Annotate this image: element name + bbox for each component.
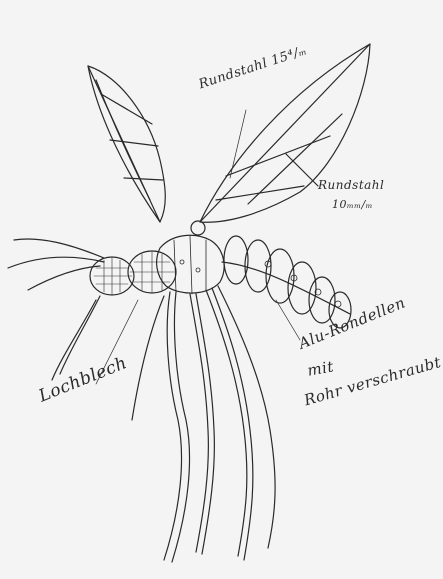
label-round-steel-small-dimension: 10ₘₘ/ₘ xyxy=(332,198,373,211)
thorax xyxy=(157,221,224,294)
antennae xyxy=(8,239,104,290)
legs xyxy=(132,286,275,562)
label-round-steel-small: Rundstahl xyxy=(318,178,384,192)
right-eye xyxy=(128,251,176,293)
abdomen xyxy=(222,236,351,328)
left-eye xyxy=(90,257,134,295)
left-wing xyxy=(88,66,165,222)
